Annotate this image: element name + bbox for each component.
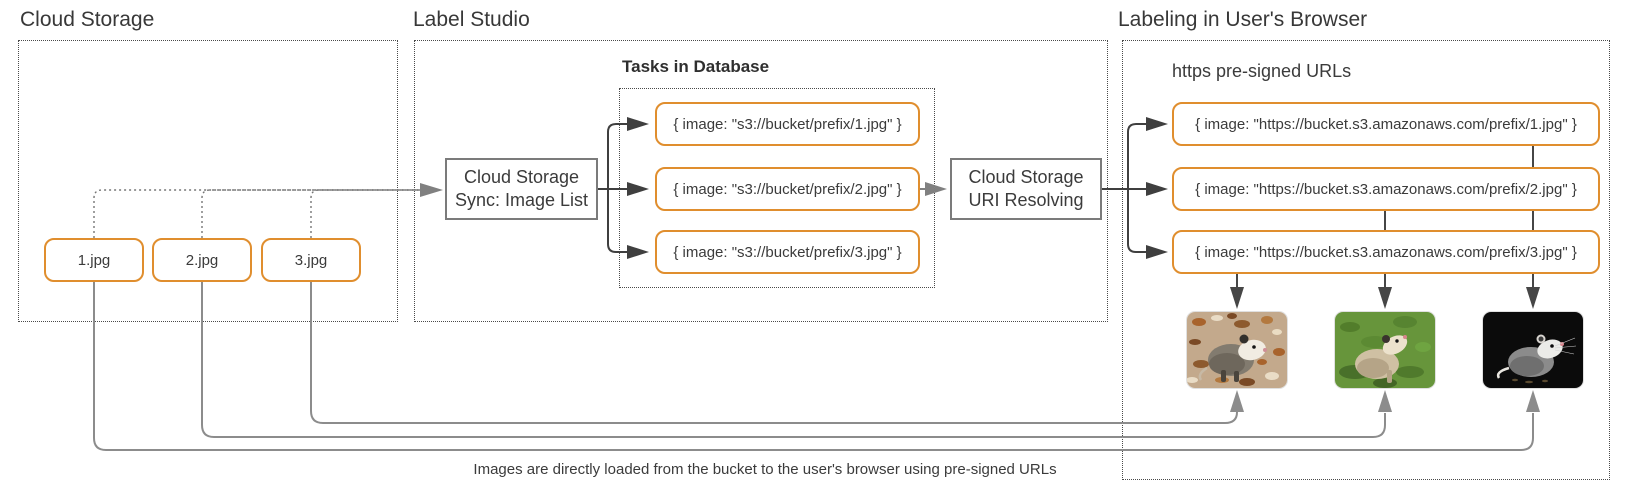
task-box-2: { image: "s3://bucket/prefix/2.jpg" } [655,167,920,211]
resolver-to-urls-arrowheads [1146,117,1168,259]
opossum-grass-illustration [1335,312,1435,388]
browser-title: Labeling in User's Browser [1118,8,1368,31]
label-studio-title: Label Studio [413,8,530,31]
urls-to-images-arrowheads [1230,287,1540,309]
file-box-3: 3.jpg [261,238,361,282]
labeled-image-3-opossum-black [1483,312,1583,388]
tasks-in-database-label: Tasks in Database [622,57,770,76]
task-box-3: { image: "s3://bucket/prefix/3.jpg" } [655,230,920,274]
url-box-2: { image: "https://bucket.s3.amazonaws.co… [1172,167,1600,211]
labeled-image-1-opossum-leaves [1187,312,1287,388]
presigned-urls-label: https pre-signed URLs [1172,61,1352,81]
label-studio-panel [414,40,1108,322]
bucket-to-browser-arrowheads [1230,390,1540,412]
url-box-3: { image: "https://bucket.s3.amazonaws.co… [1172,230,1600,274]
labeled-image-2-opossum-grass [1335,312,1435,388]
files-to-sync-dotted-lines [93,189,420,238]
sync-box-line2: Sync: Image List [454,190,589,210]
resolver-input-arrowhead [925,182,947,196]
sync-to-tasks-arrowheads [627,117,649,259]
uri-resolving-box: Cloud Storage URI Resolving [950,158,1102,220]
cloud-storage-panel [18,40,398,322]
sync-to-tasks-lines [598,123,627,253]
task-box-1: { image: "s3://bucket/prefix/1.jpg" } [655,102,920,146]
file-box-2: 2.jpg [152,238,252,282]
resolver-box-line1: Cloud Storage [968,166,1084,187]
resolver-to-urls-lines [1102,123,1146,253]
bucket-to-browser-lines [93,282,1534,451]
bottom-caption: Images are directly loaded from the buck… [473,461,1057,478]
opossum-black-illustration [1483,312,1583,388]
opossum-leaves-illustration [1187,312,1287,388]
sync-input-arrowhead [420,183,443,197]
sync-box-line1: Cloud Storage [463,166,580,187]
browser-panel [1122,40,1610,480]
cloud-storage-title: Cloud Storage [20,8,155,31]
file-box-1: 1.jpg [44,238,144,282]
resolver-box-line2: URI Resolving [968,190,1084,210]
cloud-storage-sync-box: Cloud Storage Sync: Image List [445,158,598,220]
url-box-1: { image: "https://bucket.s3.amazonaws.co… [1172,102,1600,146]
